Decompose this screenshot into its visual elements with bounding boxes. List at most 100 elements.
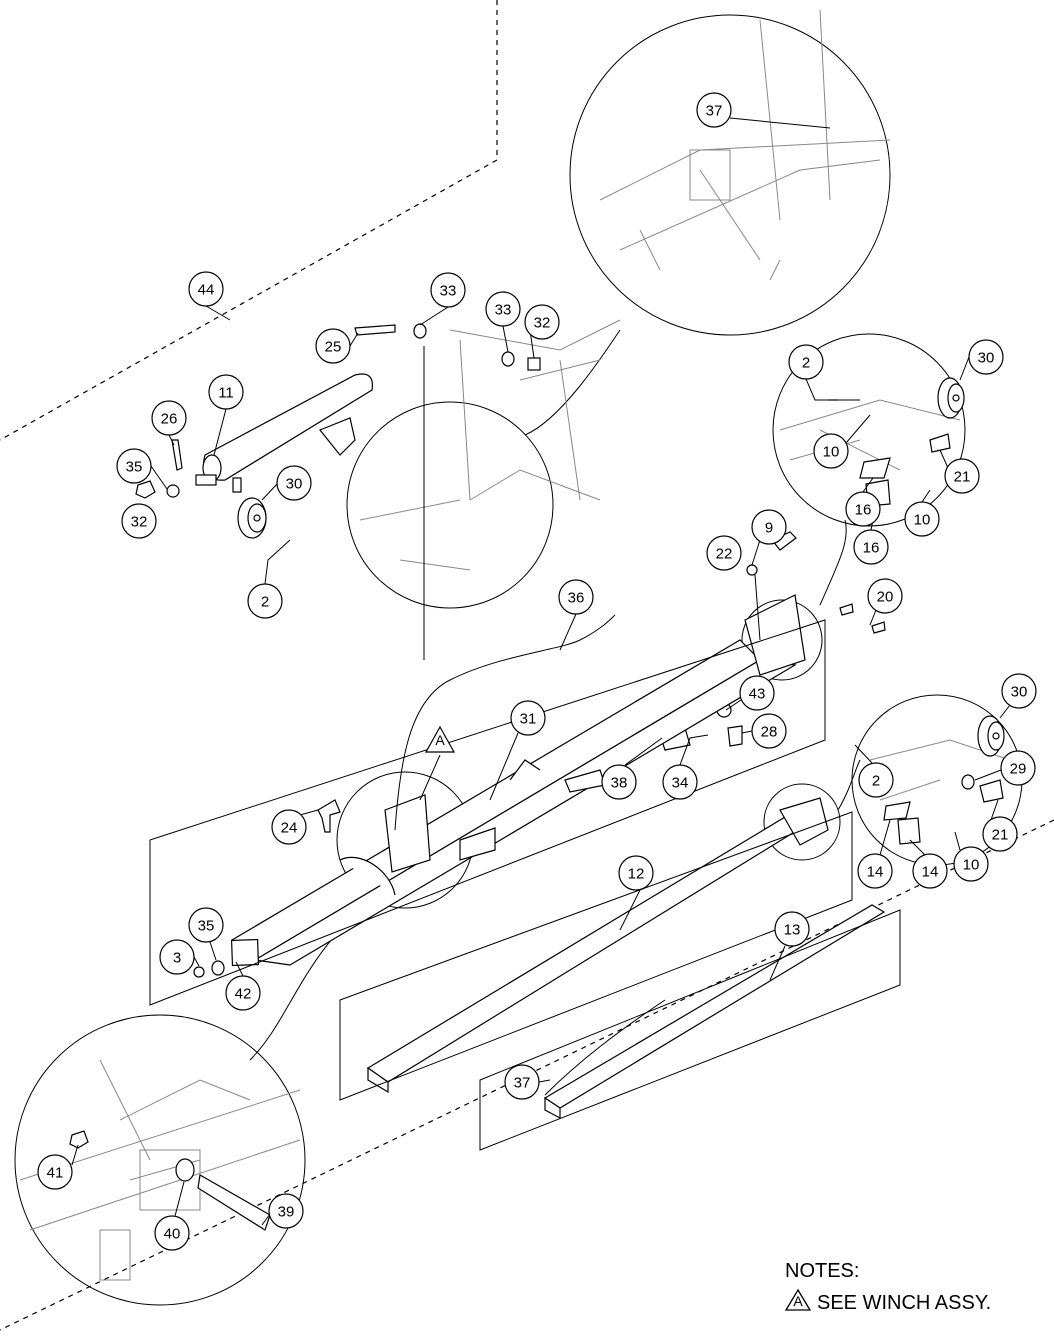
callout-38: 38	[601, 764, 637, 800]
callout-10: 10	[953, 846, 989, 882]
part-11-winch-tube	[195, 373, 373, 493]
part-30-pulley	[237, 377, 1005, 757]
part-12-arm	[366, 797, 829, 1094]
callout-number: 29	[1010, 761, 1027, 778]
callout-number: 39	[278, 1204, 295, 1221]
callout-number: 14	[867, 864, 884, 881]
callout-number: 37	[706, 103, 723, 120]
callout-16: 16	[845, 491, 881, 527]
callout-32: 32	[121, 503, 157, 539]
callout-41: 41	[37, 1154, 73, 1190]
group-outline-arm-13	[479, 909, 901, 1151]
callout-22: 22	[706, 535, 742, 571]
svg-text:A: A	[435, 732, 445, 748]
callout-number: 40	[164, 1226, 181, 1243]
callout-11: 11	[208, 374, 244, 410]
callout-40: 40	[154, 1215, 190, 1251]
winch-assembly-marker: A	[424, 725, 456, 753]
callout-number: 33	[495, 302, 512, 319]
detail-circle-pulley-upper	[772, 333, 966, 527]
group-outline-tube	[149, 619, 826, 1006]
callout-37: 37	[504, 1064, 540, 1100]
callout-number: 10	[823, 444, 840, 461]
detail-circle-arm-end	[763, 783, 841, 861]
callout-number: 24	[281, 820, 298, 837]
callout-21: 21	[982, 816, 1018, 852]
callout-14: 14	[857, 853, 893, 889]
callout-number: 16	[855, 502, 872, 519]
leader-lines	[71, 117, 1011, 1226]
callout-number: 21	[954, 469, 971, 486]
callout-number: 44	[198, 282, 215, 299]
group-outline-arm-12	[339, 811, 853, 1101]
callout-number: 38	[611, 775, 628, 792]
callout-number: 42	[235, 986, 252, 1003]
callout-33: 33	[485, 291, 521, 327]
callout-10: 10	[904, 501, 940, 537]
callout-number: 32	[534, 315, 551, 332]
callout-number: 21	[992, 827, 1009, 844]
callout-35: 35	[188, 907, 224, 943]
detail-circle-tube-end	[741, 599, 823, 681]
callout-number: 26	[161, 411, 178, 428]
callout-number: 41	[47, 1165, 64, 1182]
notes-text: SEE WINCH ASSY.	[817, 1292, 992, 1314]
callout-number: 14	[922, 864, 939, 881]
callout-16: 16	[853, 529, 889, 565]
callout-3: 3	[159, 939, 195, 975]
callout-number: 11	[218, 385, 234, 402]
part-31-main-tube	[230, 594, 806, 967]
callout-9: 9	[751, 509, 787, 545]
callout-number: 35	[198, 918, 215, 935]
callout-44: 44	[188, 271, 224, 307]
callout-number: 30	[978, 350, 995, 367]
part-37-cable	[544, 999, 666, 1096]
detail-circle-winch-top	[569, 14, 891, 336]
callout-33: 33	[430, 272, 466, 308]
callout-2: 2	[788, 344, 824, 380]
callout-number: 10	[914, 512, 931, 529]
detail-circle-winch-bottom	[14, 1014, 306, 1306]
callout-number: 34	[672, 775, 689, 792]
callout-2: 2	[247, 583, 283, 619]
callout-34: 34	[662, 764, 698, 800]
callout-20: 20	[867, 578, 903, 614]
part-13-arm	[543, 904, 886, 1119]
callout-number: 22	[716, 546, 733, 563]
callout-number: 32	[131, 514, 148, 531]
callout-29: 29	[1000, 750, 1036, 786]
callout-43: 43	[739, 675, 775, 711]
callout-30: 30	[1001, 673, 1037, 709]
callout-number: 28	[761, 724, 778, 741]
callout-number: 43	[749, 686, 766, 703]
detail-circle-winch-mid	[346, 401, 554, 609]
notes-line: A SEE WINCH ASSY.	[785, 1287, 991, 1319]
callout-number: 25	[325, 339, 342, 356]
callout-number: 35	[126, 459, 143, 476]
callout-35: 35	[116, 448, 152, 484]
triangle-marker-icon: A	[785, 1289, 811, 1311]
callout-number: 12	[628, 866, 645, 883]
callout-30: 30	[968, 339, 1004, 375]
callout-number: 2	[802, 355, 810, 372]
callout-14: 14	[912, 853, 948, 889]
callout-number: 2	[261, 594, 269, 611]
callout-42: 42	[225, 975, 261, 1011]
callout-number: 30	[1011, 684, 1028, 701]
callout-2: 2	[858, 762, 894, 798]
notes-block: NOTES: A SEE WINCH ASSY.	[785, 1255, 991, 1319]
callout-36: 36	[558, 579, 594, 615]
callout-number: 20	[877, 589, 894, 606]
callout-28: 28	[751, 713, 787, 749]
part-36-cable	[394, 614, 616, 831]
callout-number: 16	[863, 540, 880, 557]
callout-number: 9	[765, 520, 773, 537]
callout-24: 24	[271, 809, 307, 845]
callout-number: 33	[440, 283, 457, 300]
hardware	[69, 323, 1004, 1231]
callout-26: 26	[151, 400, 187, 436]
detail-views	[14, 14, 1023, 1306]
callout-31: 31	[510, 700, 546, 736]
